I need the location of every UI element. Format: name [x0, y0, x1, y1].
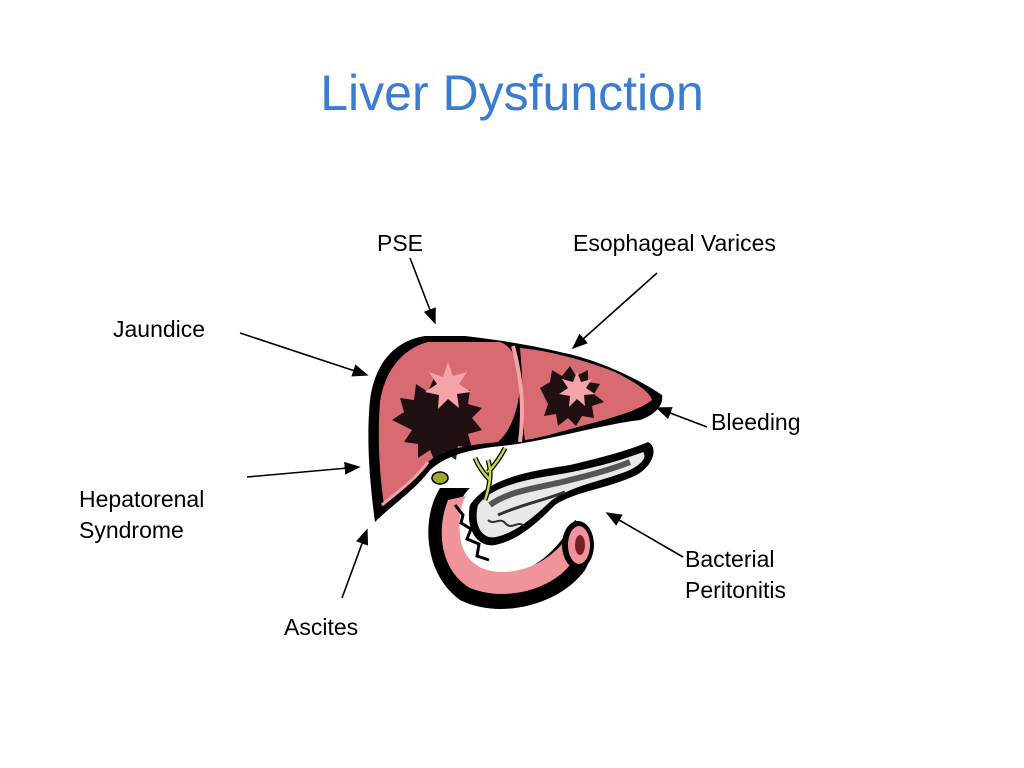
arrow-bleeding	[655, 407, 708, 428]
arrow-ascites	[341, 528, 369, 599]
label-hepatorenal-syndrome: Hepatorenal Syndrome	[79, 484, 204, 546]
label-bacterial-line1: Bacterial	[685, 546, 775, 572]
page-title: Liver Dysfunction	[320, 65, 704, 121]
label-pse: PSE	[377, 230, 424, 256]
label-bacterial-peritonitis: Bacterial Peritonitis	[685, 544, 786, 606]
bile-duct	[431, 446, 508, 501]
arrow-esophageal-varices	[571, 272, 658, 350]
arrow-bacterial-peritonitis	[605, 512, 684, 558]
arrows	[239, 257, 708, 599]
arrow-pse	[409, 257, 436, 325]
label-jaundice: Jaundice	[113, 316, 206, 342]
label-hepatorenal-line2: Syndrome	[79, 517, 184, 543]
pancreas	[468, 442, 654, 546]
label-hepatorenal-line1: Hepatorenal	[79, 486, 205, 512]
arrow-hepatorenal	[246, 461, 361, 478]
arrow-jaundice	[239, 332, 369, 377]
liver	[368, 336, 663, 522]
label-ascites: Ascites	[284, 614, 359, 640]
label-esophageal-varices: Esophageal Varices	[573, 230, 776, 256]
label-bleeding: Bleeding	[711, 409, 801, 435]
duodenum	[428, 488, 594, 609]
label-bacterial-line2: Peritonitis	[685, 577, 786, 603]
